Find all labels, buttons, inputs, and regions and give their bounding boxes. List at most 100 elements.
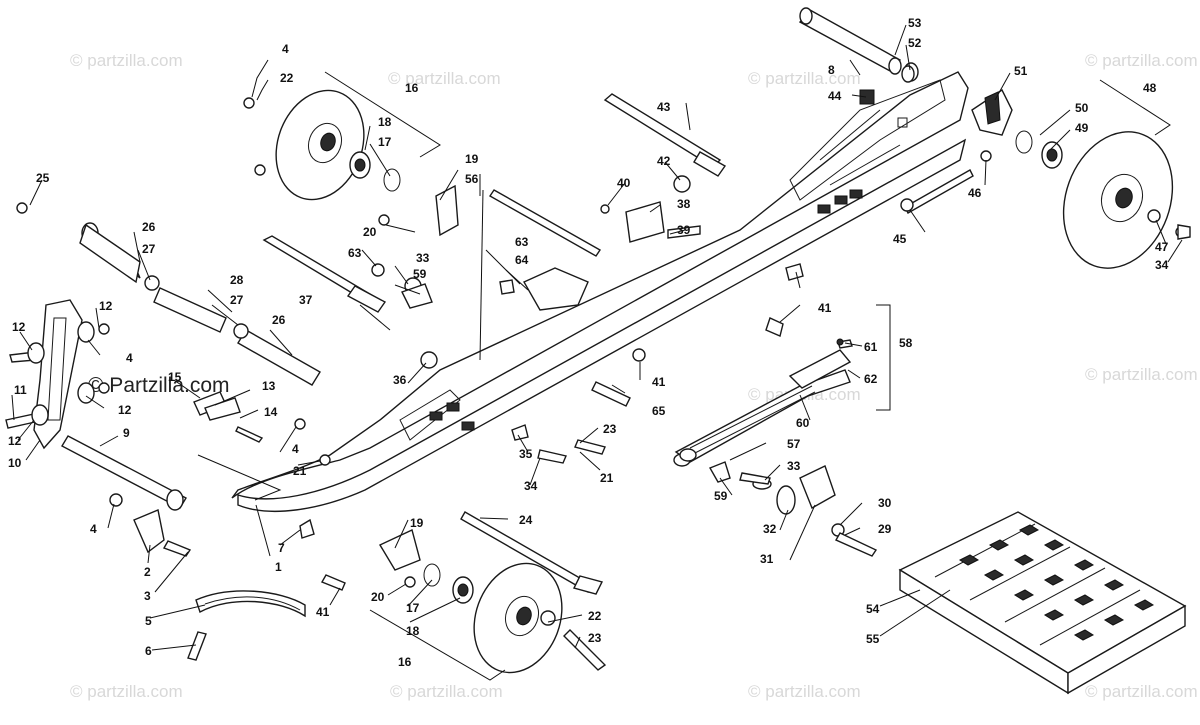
callout-52: 52 bbox=[908, 36, 922, 50]
callout-34: 34 bbox=[1155, 258, 1169, 272]
callout-51: 51 bbox=[1014, 64, 1028, 78]
callout-19: 19 bbox=[410, 516, 424, 530]
callout-4: 4 bbox=[126, 351, 133, 365]
callout-labels: 1 2 3 4 4 4 4 5 6 7 8 9 10 11 12 12 12 1… bbox=[8, 16, 1169, 669]
watermark: © partzilla.com bbox=[748, 682, 861, 701]
callout-28: 28 bbox=[230, 273, 244, 287]
callout-25: 25 bbox=[36, 171, 50, 185]
callout-50: 50 bbox=[1075, 101, 1089, 115]
callout-63: 63 bbox=[515, 235, 529, 249]
callout-22: 22 bbox=[588, 609, 602, 623]
callout-4: 4 bbox=[292, 442, 299, 456]
callout-59: 59 bbox=[714, 489, 728, 503]
watermark: © partzilla.com bbox=[748, 69, 861, 88]
callout-24: 24 bbox=[519, 513, 533, 527]
callout-37: 37 bbox=[299, 293, 313, 307]
callout-16: 16 bbox=[405, 81, 419, 95]
callout-58: 58 bbox=[899, 336, 913, 350]
callout-12: 12 bbox=[99, 299, 113, 313]
callout-46: 46 bbox=[968, 186, 982, 200]
callout-26: 26 bbox=[272, 313, 286, 327]
callout-35: 35 bbox=[519, 447, 533, 461]
callout-26: 26 bbox=[142, 220, 156, 234]
callout-60: 60 bbox=[796, 416, 810, 430]
callout-22: 22 bbox=[280, 71, 294, 85]
watermark: © partzilla.com bbox=[70, 682, 183, 701]
callout-57: 57 bbox=[787, 437, 801, 451]
callout-32: 32 bbox=[763, 522, 777, 536]
callout-47: 47 bbox=[1155, 240, 1169, 254]
idler-wheels bbox=[275, 89, 1174, 674]
callout-9: 9 bbox=[123, 426, 130, 440]
callout-36: 36 bbox=[393, 373, 407, 387]
callout-20: 20 bbox=[363, 225, 377, 239]
callout-4: 4 bbox=[282, 42, 289, 56]
callout-13: 13 bbox=[262, 379, 276, 393]
callout-49: 49 bbox=[1075, 121, 1089, 135]
callout-38: 38 bbox=[677, 197, 691, 211]
callout-5: 5 bbox=[145, 614, 152, 628]
callout-21: 21 bbox=[600, 471, 614, 485]
callout-31: 31 bbox=[760, 552, 774, 566]
callout-59: 59 bbox=[413, 267, 427, 281]
callout-41: 41 bbox=[818, 301, 832, 315]
callout-14: 14 bbox=[264, 405, 278, 419]
callout-55: 55 bbox=[866, 632, 880, 646]
watermark: © partzilla.com bbox=[390, 682, 503, 701]
callout-16: 16 bbox=[398, 655, 412, 669]
callout-17: 17 bbox=[378, 135, 392, 149]
axles bbox=[61, 7, 974, 595]
callout-54: 54 bbox=[866, 602, 880, 616]
callout-30: 30 bbox=[878, 496, 892, 510]
callout-12: 12 bbox=[8, 434, 22, 448]
callout-33: 33 bbox=[416, 251, 430, 265]
callout-18: 18 bbox=[406, 624, 420, 638]
callout-12: 12 bbox=[118, 403, 132, 417]
leader-lines bbox=[11, 24, 1183, 651]
callout-65: 65 bbox=[652, 404, 666, 418]
scraper-assembly bbox=[673, 338, 852, 467]
slide-rail-frame bbox=[231, 71, 969, 513]
callout-27: 27 bbox=[230, 293, 244, 307]
wear-strip bbox=[195, 590, 306, 618]
callout-3: 3 bbox=[144, 589, 151, 603]
callout-41: 41 bbox=[652, 375, 666, 389]
callout-44: 44 bbox=[828, 89, 842, 103]
track-section bbox=[898, 511, 1187, 695]
callout-18: 18 bbox=[378, 115, 392, 129]
callout-39: 39 bbox=[677, 223, 691, 237]
callout-42: 42 bbox=[657, 154, 671, 168]
callout-12: 12 bbox=[12, 320, 26, 334]
callout-1: 1 bbox=[275, 560, 282, 574]
hardware bbox=[133, 62, 1191, 671]
watermarks: © partzilla.com © partzilla.com © partzi… bbox=[70, 51, 1198, 701]
callout-56: 56 bbox=[465, 172, 479, 186]
callout-34: 34 bbox=[524, 479, 538, 493]
callout-10: 10 bbox=[8, 456, 22, 470]
callout-4: 4 bbox=[90, 522, 97, 536]
watermark: © partzilla.com bbox=[70, 51, 183, 70]
callout-64: 64 bbox=[515, 253, 529, 267]
callout-43: 43 bbox=[657, 100, 671, 114]
watermark-main: © Partzilla.com bbox=[88, 374, 230, 397]
watermark: © partzilla.com bbox=[1085, 51, 1198, 70]
callout-23: 23 bbox=[588, 631, 602, 645]
watermark: © partzilla.com bbox=[1085, 682, 1198, 701]
callout-19: 19 bbox=[465, 152, 479, 166]
callout-7: 7 bbox=[278, 541, 285, 555]
callout-41: 41 bbox=[316, 605, 330, 619]
callout-40: 40 bbox=[617, 176, 631, 190]
track-lugs bbox=[958, 524, 1155, 641]
callout-17: 17 bbox=[406, 601, 420, 615]
callout-23: 23 bbox=[603, 422, 617, 436]
callout-63: 63 bbox=[348, 246, 362, 260]
callout-29: 29 bbox=[878, 522, 892, 536]
callout-15: 15 bbox=[168, 370, 182, 384]
callout-53: 53 bbox=[908, 16, 922, 30]
callout-48: 48 bbox=[1143, 81, 1157, 95]
callout-2: 2 bbox=[144, 565, 151, 579]
front-arm bbox=[27, 299, 241, 450]
callout-8: 8 bbox=[828, 63, 835, 77]
callout-21: 21 bbox=[293, 464, 307, 478]
